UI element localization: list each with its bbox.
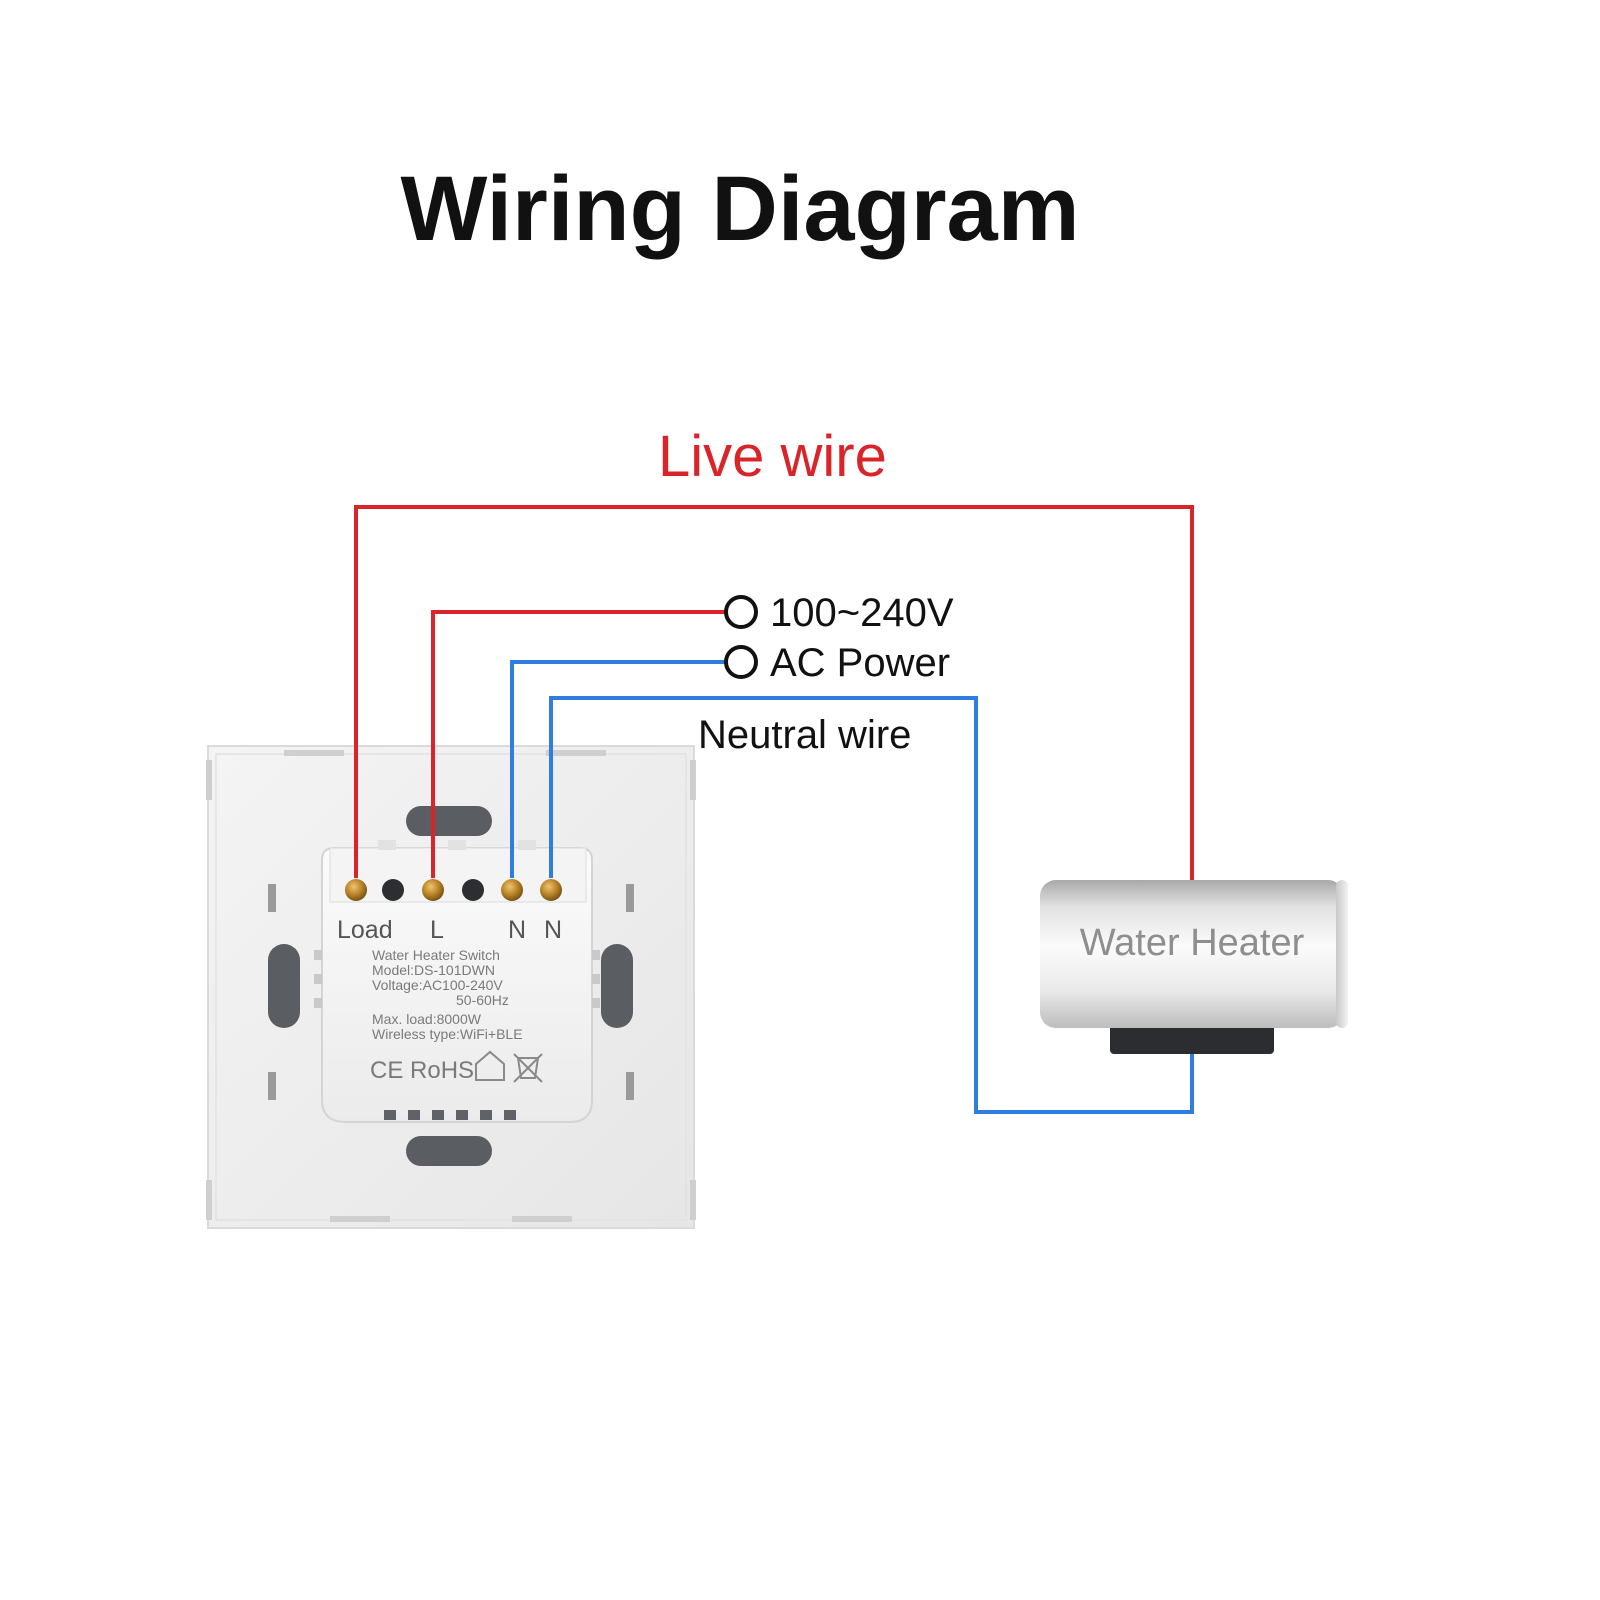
spec-line: 50-60Hz [456, 992, 509, 1008]
heater-label: Water Heater [1080, 922, 1305, 964]
terminal-label-neutral-1: N [508, 916, 526, 944]
spec-line: Voltage:AC100-240V [372, 977, 503, 993]
weee-bin-icon [513, 1053, 543, 1083]
water-heater: Water Heater [1040, 880, 1348, 1054]
supply-terminal-neutral [724, 645, 758, 679]
supply-terminal-live [724, 595, 758, 629]
terminal-label-live: L [430, 916, 444, 944]
neutral-wire-to-heater [549, 696, 1194, 1114]
terminal-screws [345, 879, 562, 901]
neutral-wire-to-supply [510, 660, 727, 878]
live-wires [354, 505, 1194, 880]
page-title: Wiring Diagram [400, 158, 1079, 260]
supply-terminals [724, 595, 758, 679]
terminal-label-load: Load [337, 916, 393, 944]
spec-line: Water Heater Switch [372, 947, 500, 963]
terminal-label-neutral-2: N [544, 916, 562, 944]
spec-line: Model:DS-101DWN [372, 962, 495, 978]
live-wire-to-supply [431, 610, 727, 878]
house-icon [475, 1050, 505, 1081]
heater-tank [1040, 880, 1344, 1028]
neutral-wires [510, 660, 1194, 1114]
live-wire-label: Live wire [658, 424, 887, 489]
live-wire-to-heater [354, 505, 1194, 880]
neutral-wire-label: Neutral wire [698, 713, 911, 757]
spec-line: Max. load:8000W [372, 1011, 482, 1027]
certification-marks: CE RoHS [370, 1057, 474, 1084]
smart-switch: Load L N N Water Heater Switch Model:DS-… [206, 745, 696, 1229]
voltage-label: 100~240V [770, 591, 954, 635]
ac-power-label: AC Power [770, 641, 950, 685]
spec-line: Wireless type:WiFi+BLE [372, 1026, 523, 1042]
switch-spec-label: Water Heater Switch Model:DS-101DWN Volt… [372, 947, 523, 1042]
